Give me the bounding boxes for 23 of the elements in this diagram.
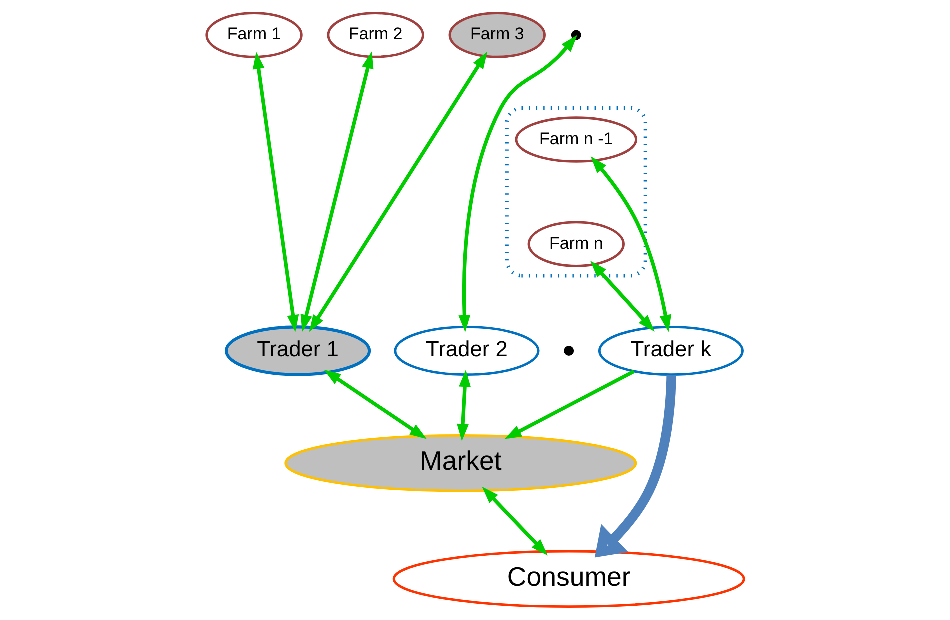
node-dots	[564, 346, 574, 356]
node-ellipse: Trader 1	[224, 326, 371, 376]
arrow	[590, 261, 654, 332]
arrow	[308, 52, 488, 332]
arrow	[504, 370, 634, 440]
node-ellipse: Farm 3	[448, 12, 546, 58]
arrow	[300, 52, 374, 332]
node-ellipse: Farm 1	[205, 12, 302, 58]
node-ellipse: Farm 2	[326, 12, 424, 58]
arrow	[482, 486, 548, 556]
node-ellipse: Trader k	[598, 326, 744, 376]
arrow	[252, 52, 299, 332]
arrow	[594, 375, 676, 558]
arrow	[324, 370, 426, 440]
arrow	[458, 35, 577, 332]
node-ellipse: Farm n -1	[514, 116, 638, 163]
arrow	[590, 156, 672, 332]
node-dots	[570, 30, 581, 40]
node-ellipse: Farm n	[527, 221, 624, 268]
node-ellipse: Consumer	[392, 550, 745, 608]
arrow	[456, 370, 471, 442]
node-ellipse: Market	[284, 434, 637, 492]
node-ellipse: Trader 2	[394, 326, 540, 376]
